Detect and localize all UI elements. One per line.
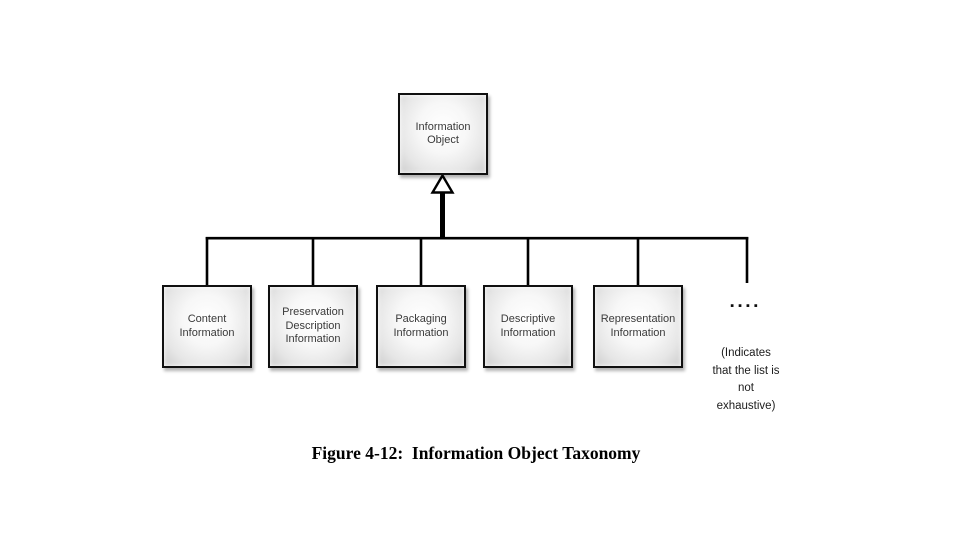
figure-caption: Figure 4-12: Information Object Taxonomy	[311, 443, 641, 463]
node-information-object: Information Object	[398, 93, 488, 175]
node-preservation-description-information-label: Preservation Description Information	[282, 306, 344, 346]
ellipsis-note-text: (Indicates that the list is not exhausti…	[712, 347, 780, 412]
generalization-arrowhead	[430, 173, 455, 194]
node-descriptive-information-label: Descriptive Information	[500, 313, 556, 339]
node-packaging-information: Packaging Information	[376, 285, 466, 368]
node-packaging-information-label: Packaging Information	[393, 313, 449, 339]
node-preservation-description-information: Preservation Description Information	[268, 285, 358, 368]
node-representation-information: Representation Information	[593, 285, 683, 368]
node-representation-information-label: Representation Information	[600, 313, 676, 339]
node-descriptive-information: Descriptive Information	[483, 285, 573, 368]
ellipsis-dots: ▪▪▪▪	[730, 300, 762, 312]
tree-connectors	[205, 191, 749, 286]
node-information-object-label: Information Object	[415, 120, 471, 147]
node-content-information: Content Information	[162, 285, 252, 368]
node-content-information-label: Content Information	[179, 313, 235, 339]
